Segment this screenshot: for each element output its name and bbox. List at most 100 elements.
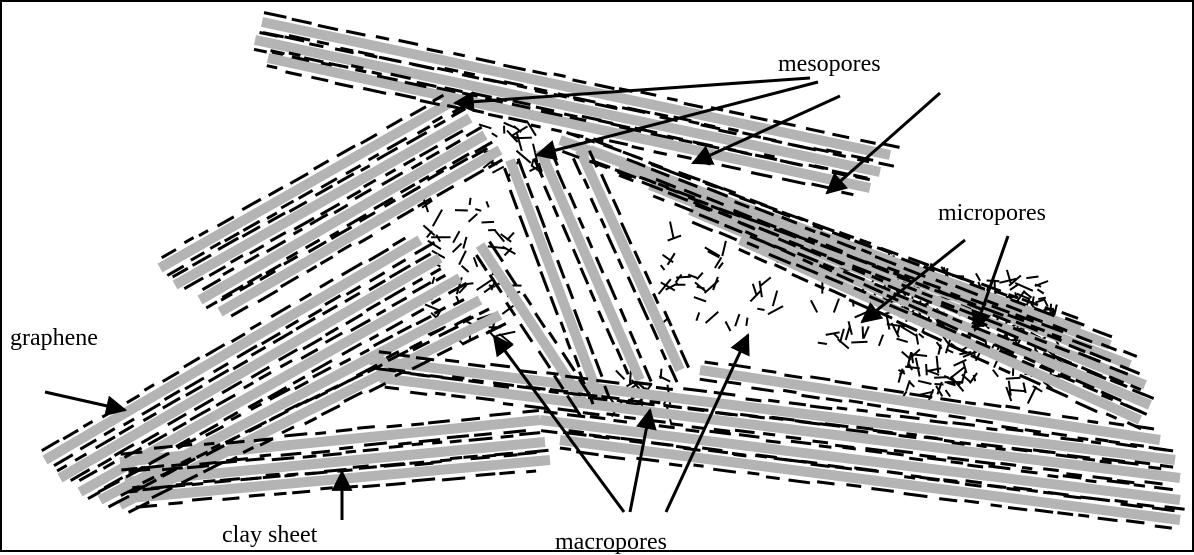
graphene-dash [906,434,916,435]
graphene-dash [1095,439,1108,441]
graphene-dash [292,491,310,493]
graphene-dash [944,440,954,441]
graphene-dash [220,479,240,481]
graphene-dash [320,488,332,489]
graphene-dash [656,387,673,389]
graphene-dash [849,401,863,403]
graphene-dash [887,453,904,455]
graphene-dash [145,466,165,468]
graphene-fragment [863,326,864,338]
graphene-dash [837,408,848,409]
graphene-fragment [467,283,473,284]
graphene-dash [569,431,584,433]
graphene-dash [323,454,342,456]
graphene-dash [964,501,979,503]
graphene-dash [996,448,1006,449]
graphene-dash [127,491,138,492]
graphene-dash [272,458,294,460]
graphene-dash [1078,438,1089,440]
graphene-dash [748,473,760,475]
graphene-dash [474,434,492,436]
graphene-dash [583,413,600,415]
graphene-dash [311,451,330,453]
graphene-dash [762,370,776,372]
graphene-dash [254,439,273,441]
graphene-fragment [514,138,532,139]
graphene-dash [766,477,780,479]
graphene-fragment [757,309,764,310]
graphene-dash [1080,497,1090,498]
graphene-dash [324,469,346,471]
graphene-dash [1033,434,1049,436]
graphene-dash [451,396,465,398]
graphene-dash [766,441,781,443]
graphene-dash [590,417,605,419]
graphene-dash [431,462,442,463]
graphene-dash [246,478,262,479]
graphene-dash [472,380,484,382]
graphene-dash [501,436,514,437]
graphene-dash [129,469,151,471]
graphene-dash [843,447,856,449]
graphene-dash [1027,490,1038,491]
graphene-dash [614,420,628,422]
graphene-dash [204,443,214,444]
graphene-dash [629,441,643,443]
graphene-dash [944,481,959,483]
graphene-dash [503,404,513,405]
graphene-fragment [818,343,827,344]
graphene-dash [965,484,982,486]
graphene-dash [168,503,182,504]
graphene-dash [432,442,442,443]
graphene-dash [670,424,683,426]
graphene-dash [132,487,144,488]
graphene-dash [388,369,405,371]
graphene-dash [397,355,410,357]
graphene-dash [450,458,462,459]
graphene-dash [192,484,203,485]
graphene-dash [450,441,462,442]
graphene-dash [151,486,171,488]
graphene-dash [136,505,157,507]
graphene-dash [705,362,719,364]
graphene-dash [607,414,620,416]
graphene-fragment [1010,390,1024,391]
graphene-dash [246,459,265,461]
graphene-dash [435,393,445,394]
graphene-dash [768,400,779,401]
graphene-dash [341,486,358,488]
graphene-dash [499,472,514,473]
graphene-dash [389,446,403,447]
graphene-dash [303,456,317,457]
graphene-dash [1148,467,1161,469]
graphene-dash [1086,480,1097,481]
graphene-dash [669,464,682,466]
graphene-dash [386,483,406,485]
graphene-dash [746,399,762,401]
graphene-dash [624,417,636,418]
graphene-dash [387,425,402,427]
graphene-dash [410,462,425,463]
graphene-dash [664,406,679,408]
graphene-dash [336,430,352,432]
graphene-dash [305,473,316,474]
graphene-dash [802,461,818,463]
graphene-fragment [482,222,495,223]
graphene-dash [676,446,691,448]
graphene-dash [926,437,938,439]
graphene-dash [1134,485,1145,486]
graphene-dash [755,456,767,458]
graphene-dash [813,441,829,443]
graphene-dash [650,402,661,403]
graphene-dash [692,427,704,429]
graphene-dash [490,413,511,415]
mesopores-label: mesopores [778,52,881,76]
graphene-dash [967,465,983,467]
graphene-dash [411,424,424,425]
graphene-dash [266,474,280,475]
graphene-dash [476,474,496,476]
graphene-dash [763,434,775,436]
graphene-dash [223,498,240,500]
graphene-dash [353,466,369,468]
graphene-dash [846,485,861,487]
